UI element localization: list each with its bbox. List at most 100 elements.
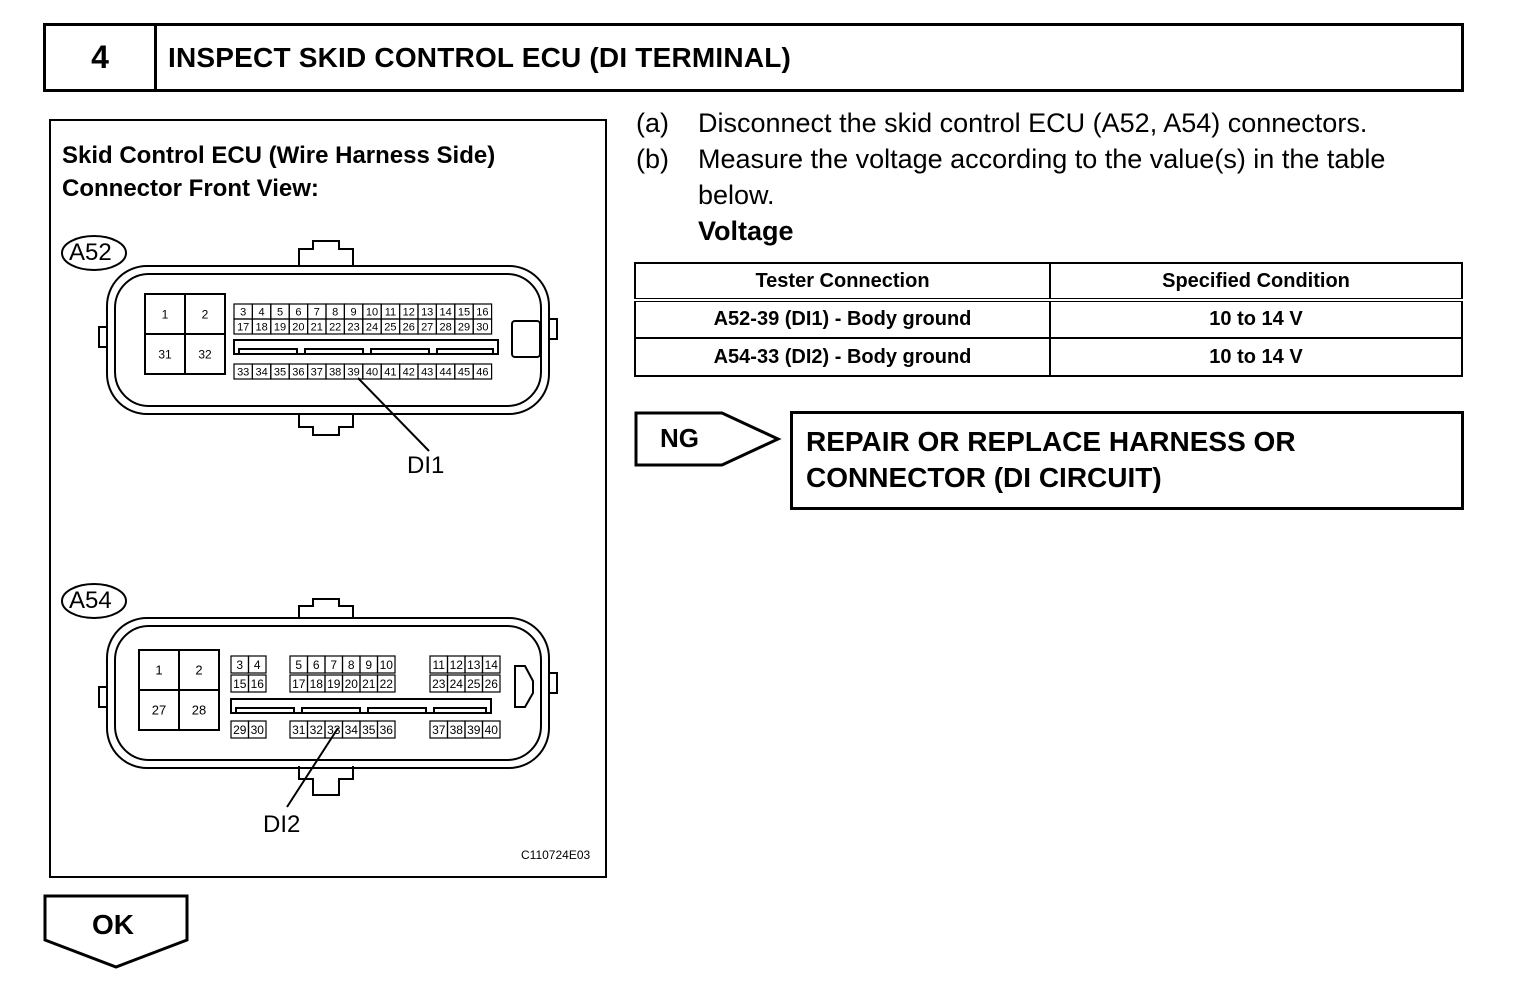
pin-number: 41 [384, 366, 396, 378]
step-header: 4 INSPECT SKID CONTROL ECU (DI TERMINAL) [43, 23, 1464, 92]
pin-number: 4 [259, 306, 265, 318]
pin-number: 14 [439, 306, 451, 318]
figure-caption-line2: Connector Front View: [62, 175, 319, 202]
pin-number: 19 [274, 321, 286, 333]
table-cell: 10 to 14 V [1049, 337, 1463, 377]
step-number: 4 [46, 26, 157, 89]
pin-number: 15 [458, 306, 470, 318]
pin-number: 28 [192, 703, 206, 718]
pin-cell-outline [481, 720, 501, 739]
pin-number: 3 [240, 306, 246, 318]
pin-number: 36 [292, 366, 304, 378]
pin-number: 6 [295, 306, 301, 318]
pin-cell-outline [247, 655, 267, 674]
pin-number: 24 [450, 677, 464, 691]
di2-leader-line [286, 727, 339, 808]
pin-number: 26 [403, 321, 415, 333]
pin-number: 38 [329, 366, 341, 378]
pin-number: 31 [292, 723, 306, 737]
pin-number: 2 [202, 307, 209, 321]
table-row: A52-39 (DI1) - Body ground 10 to 14 V [634, 299, 1463, 339]
pin-number: 16 [251, 677, 265, 691]
pin-number: 17 [237, 321, 249, 333]
pin-cell-outline [184, 333, 226, 375]
a52-label-outline [61, 235, 127, 271]
pin-number: 46 [476, 366, 488, 378]
ng-action-box: REPAIR OR REPLACE HARNESS OR CONNECTOR (… [790, 411, 1464, 510]
instruction-letter: (a) [636, 108, 669, 138]
pin-number: 40 [485, 723, 499, 737]
pin-number: 30 [251, 723, 265, 737]
instruction-text: Disconnect the skid control ECU (A52, A5… [698, 108, 1368, 138]
ng-action-line2: CONNECTOR (DI CIRCUIT) [806, 462, 1162, 493]
pin-cell-outline [178, 689, 220, 731]
pin-cell-outline [376, 674, 396, 693]
pin-number: 37 [432, 723, 446, 737]
pin-number: 25 [467, 677, 481, 691]
pin-number: 26 [485, 677, 499, 691]
pin-number: 23 [432, 677, 446, 691]
pin-number: 23 [347, 321, 359, 333]
table-row: A54-33 (DI2) - Body ground 10 to 14 V [634, 337, 1463, 377]
pin-number: 7 [330, 658, 337, 672]
pin-number: 1 [162, 307, 169, 321]
table-cell: A54-33 (DI2) - Body ground [634, 337, 1051, 377]
connector-a54-drawing [98, 598, 558, 796]
pin-number: 36 [380, 723, 394, 737]
pin-number: 22 [329, 321, 341, 333]
a54-label-outline [61, 583, 127, 619]
pin-number: 30 [476, 321, 488, 333]
pin-number: 21 [311, 321, 323, 333]
pin-number: 34 [345, 723, 359, 737]
ok-arrow-icon [43, 894, 189, 969]
pin-number: 33 [237, 366, 249, 378]
pin-number: 16 [476, 306, 488, 318]
pin-number: 37 [311, 366, 323, 378]
pin-number: 13 [421, 306, 433, 318]
connector-label-a52: A52 [69, 239, 112, 266]
pin-number: 9 [365, 658, 372, 672]
connector-figure: Skid Control ECU (Wire Harness Side) Con… [49, 119, 607, 878]
pin-number: 2 [195, 663, 202, 678]
pin-number: 33 [327, 723, 341, 737]
pin-number: 27 [421, 321, 433, 333]
pin-number: 35 [274, 366, 286, 378]
pin-number: 45 [458, 366, 470, 378]
pin-number: 32 [310, 723, 324, 737]
pin-number: 10 [380, 658, 394, 672]
pin-number: 43 [421, 366, 433, 378]
pin-number: 9 [351, 306, 357, 318]
connector-label-a54: A54 [69, 587, 112, 614]
pin-cell-outline [247, 720, 267, 739]
instruction-a: (a) Disconnect the skid control ECU (A52… [636, 105, 1476, 141]
pin-number: 11 [433, 658, 446, 672]
pin-number: 21 [362, 677, 376, 691]
figure-code: C110724E03 [521, 848, 591, 862]
pin-number: 44 [439, 366, 451, 378]
pin-number: 18 [255, 321, 267, 333]
table-cell: A52-39 (DI1) - Body ground [634, 299, 1051, 339]
pin-cell-outline [472, 363, 493, 380]
pin-number: 29 [233, 723, 247, 737]
pin-number: 12 [450, 658, 464, 672]
pin-number: 22 [380, 677, 394, 691]
instruction-letter: (b) [636, 144, 669, 174]
table-title: Voltage [698, 216, 794, 246]
di1-leader-line [357, 377, 430, 452]
pin-number: 27 [152, 703, 166, 718]
step-title: INSPECT SKID CONTROL ECU (DI TERMINAL) [168, 41, 792, 73]
table-cell: 10 to 14 V [1049, 299, 1463, 339]
pin-number: 7 [314, 306, 320, 318]
pin-number: 8 [332, 306, 338, 318]
pin-number: 5 [277, 306, 283, 318]
pin-number: 10 [366, 306, 378, 318]
pin-number: 11 [385, 306, 396, 318]
pin-number: 39 [347, 366, 359, 378]
pin-number: 29 [458, 321, 470, 333]
pin-number: 19 [327, 677, 341, 691]
pin-number: 8 [348, 658, 355, 672]
pin-number: 25 [384, 321, 396, 333]
pin-number: 31 [158, 347, 172, 361]
